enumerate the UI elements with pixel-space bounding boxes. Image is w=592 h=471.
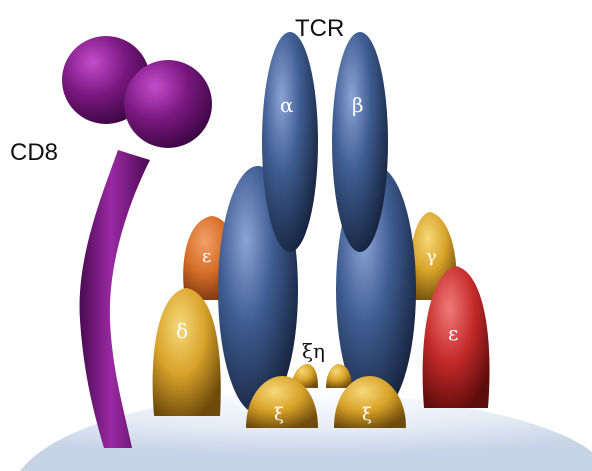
cd8-stalk [80,150,150,448]
zeta-left-label: ξ [274,404,284,425]
delta-label: δ [176,319,188,343]
epsilon-right-label: ε [448,321,458,345]
tcr-label: TCR [295,15,344,42]
cd8-label: CD8 [10,139,58,166]
beta-label: β [352,93,364,117]
tcr-beta-upper-domain [332,32,388,252]
tcr-alpha-upper-domain [262,32,318,252]
cd8-domain-right [124,60,212,148]
cd3-delta [153,288,221,416]
xi-eta-label: ξη [302,339,325,363]
gamma-label: γ [426,246,437,267]
alpha-label: α [280,93,294,117]
tcr-beta-chain [332,32,416,414]
epsilon-left-label: ε [202,246,211,267]
zeta-right-label: ξ [362,404,372,425]
